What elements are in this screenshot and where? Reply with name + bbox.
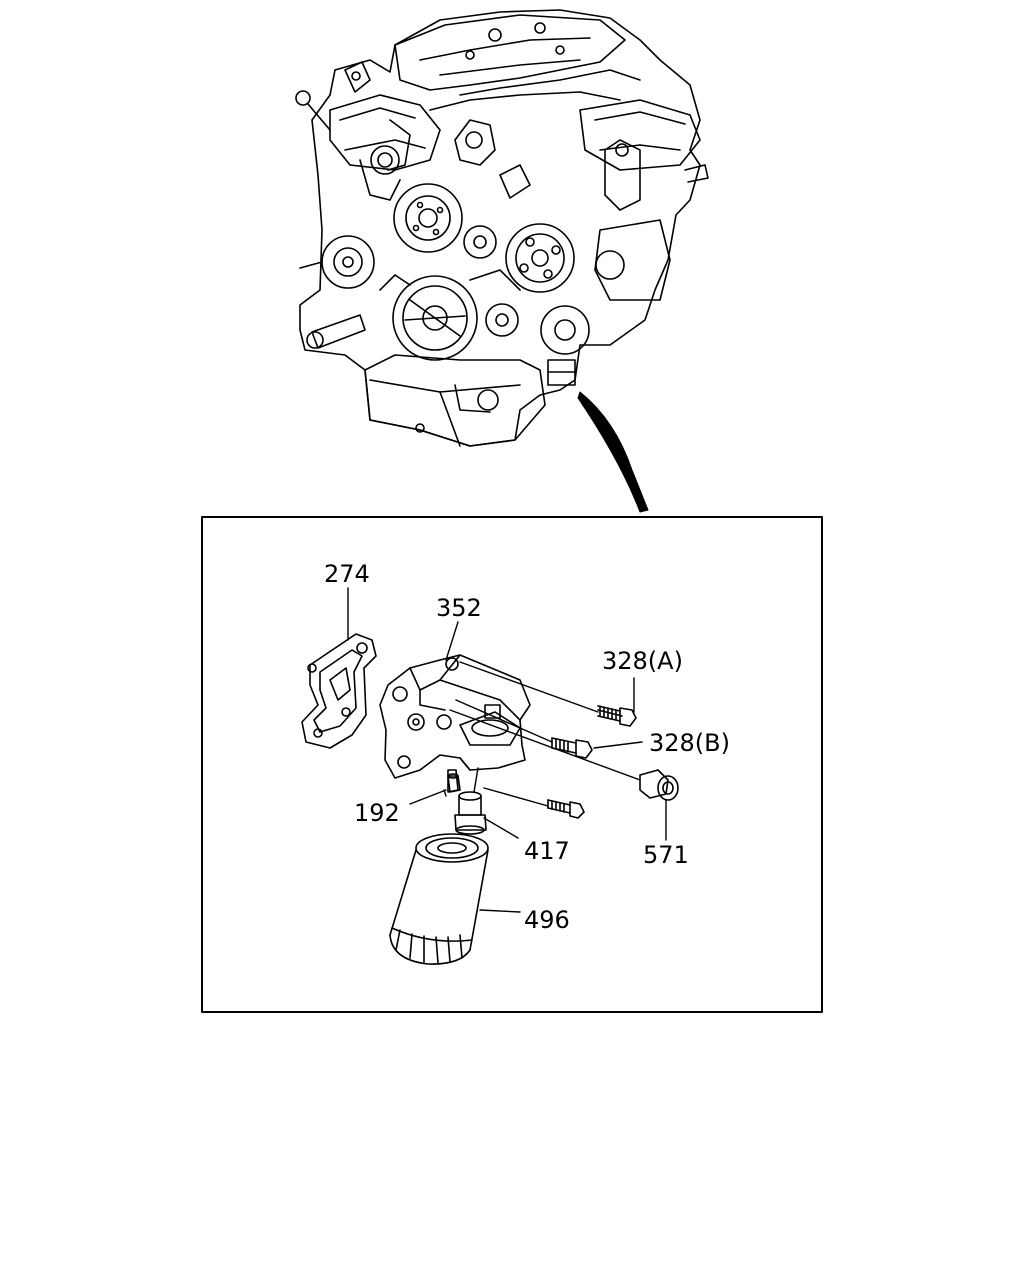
oil-filter-adapter-part-352: [379, 654, 531, 793]
callout-417: 417: [524, 837, 570, 865]
bolt-part-328a: [597, 705, 637, 727]
oil-filter-part-496: [389, 833, 489, 965]
callout-352: 352: [436, 594, 482, 622]
engine-assembly-illustration: [295, 9, 709, 447]
plug-part-571: [639, 769, 679, 801]
pipe-part-192: [447, 773, 461, 793]
leader-lines: [347, 587, 667, 913]
callout-571: 571: [643, 841, 689, 869]
callout-328a: 328(A): [602, 647, 683, 675]
detail-box: [201, 516, 823, 1013]
callout-328b: 328(B): [649, 729, 730, 757]
pointer-arrow: [577, 391, 649, 513]
callout-274: 274: [324, 560, 370, 588]
gasket-part-274: [301, 633, 377, 749]
callout-496: 496: [524, 906, 570, 934]
connector-part-417: [454, 791, 487, 835]
bolt-lower: [547, 799, 585, 819]
callout-192: 192: [354, 799, 400, 827]
